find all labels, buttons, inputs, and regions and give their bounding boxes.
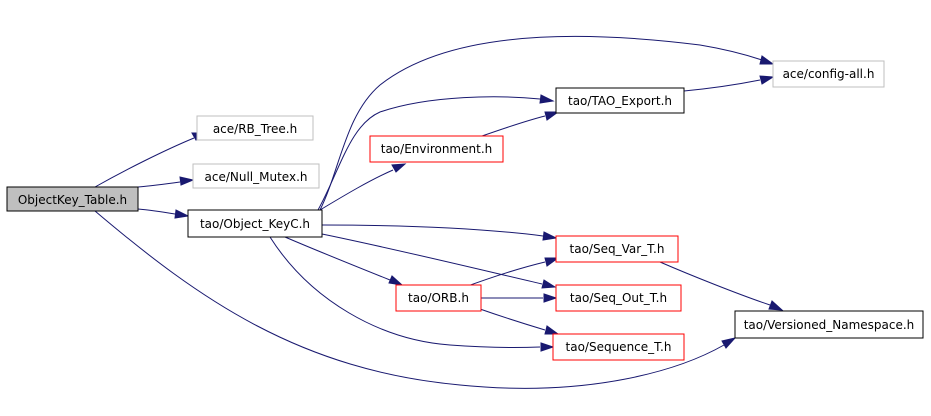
node-label: tao/Environment.h <box>381 142 493 156</box>
node-label: ace/config-all.h <box>783 67 875 81</box>
edge-orb-to-seq-out-t <box>479 293 558 303</box>
node-seq-var-t[interactable]: tao/Seq_Var_T.h <box>555 235 679 263</box>
edge-object-keyc-to-sequence-t <box>269 236 555 352</box>
node-versioned-namespace[interactable]: tao/Versioned_Namespace.h <box>734 310 924 339</box>
edge-objectkey-table-to-null-mutex <box>137 176 195 188</box>
edge-object-keyc-to-seq-var-t <box>321 224 558 241</box>
edge-objectkey-table-to-versioned-namespace <box>94 210 737 389</box>
node-label: tao/ORB.h <box>408 291 469 305</box>
node-sequence-t[interactable]: tao/Sequence_T.h <box>552 333 685 361</box>
edge-environment-to-tao-export <box>481 111 560 137</box>
node-label: tao/Versioned_Namespace.h <box>744 318 915 332</box>
node-label: ace/RB_Tree.h <box>213 122 297 136</box>
node-seq-out-t[interactable]: tao/Seq_Out_T.h <box>555 284 682 312</box>
edge-seq-var-t-to-versioned-namespace <box>659 261 784 311</box>
node-label: tao/Seq_Out_T.h <box>570 291 667 305</box>
node-label: ObjectKey_Table.h <box>18 193 127 207</box>
node-rb-tree[interactable]: ace/RB_Tree.h <box>196 115 314 141</box>
node-label: ace/Null_Mutex.h <box>205 170 308 184</box>
node-tao-export[interactable]: tao/TAO_Export.h <box>555 87 685 114</box>
node-environment[interactable]: tao/Environment.h <box>369 135 504 163</box>
edge-object-keyc-to-orb <box>284 236 404 286</box>
edge-objectkey-table-to-object-keyc <box>137 208 190 219</box>
edge-object-keyc-to-config-all <box>319 36 775 211</box>
node-config-all[interactable]: ace/config-all.h <box>772 60 885 88</box>
node-label: tao/TAO_Export.h <box>568 94 672 108</box>
edge-orb-to-seq-var-t <box>464 257 560 288</box>
edge-object-keyc-to-seq-out-t <box>321 233 557 289</box>
node-label: tao/Object_KeyC.h <box>200 217 310 231</box>
edge-orb-to-sequence-t <box>479 308 560 335</box>
edge-object-keyc-to-tao-export <box>317 94 555 211</box>
edge-tao-export-to-config-all <box>683 75 775 92</box>
node-label: tao/Sequence_T.h <box>566 340 672 354</box>
node-null-mutex[interactable]: ace/Null_Mutex.h <box>192 163 320 189</box>
node-object-keyc[interactable]: tao/Object_KeyC.h <box>187 209 323 238</box>
node-label: tao/Seq_Var_T.h <box>570 242 665 256</box>
node-objectkey-table[interactable]: ObjectKey_Table.h <box>6 186 139 212</box>
edge-object-keyc-to-environment <box>319 163 407 211</box>
node-orb[interactable]: tao/ORB.h <box>395 284 482 312</box>
